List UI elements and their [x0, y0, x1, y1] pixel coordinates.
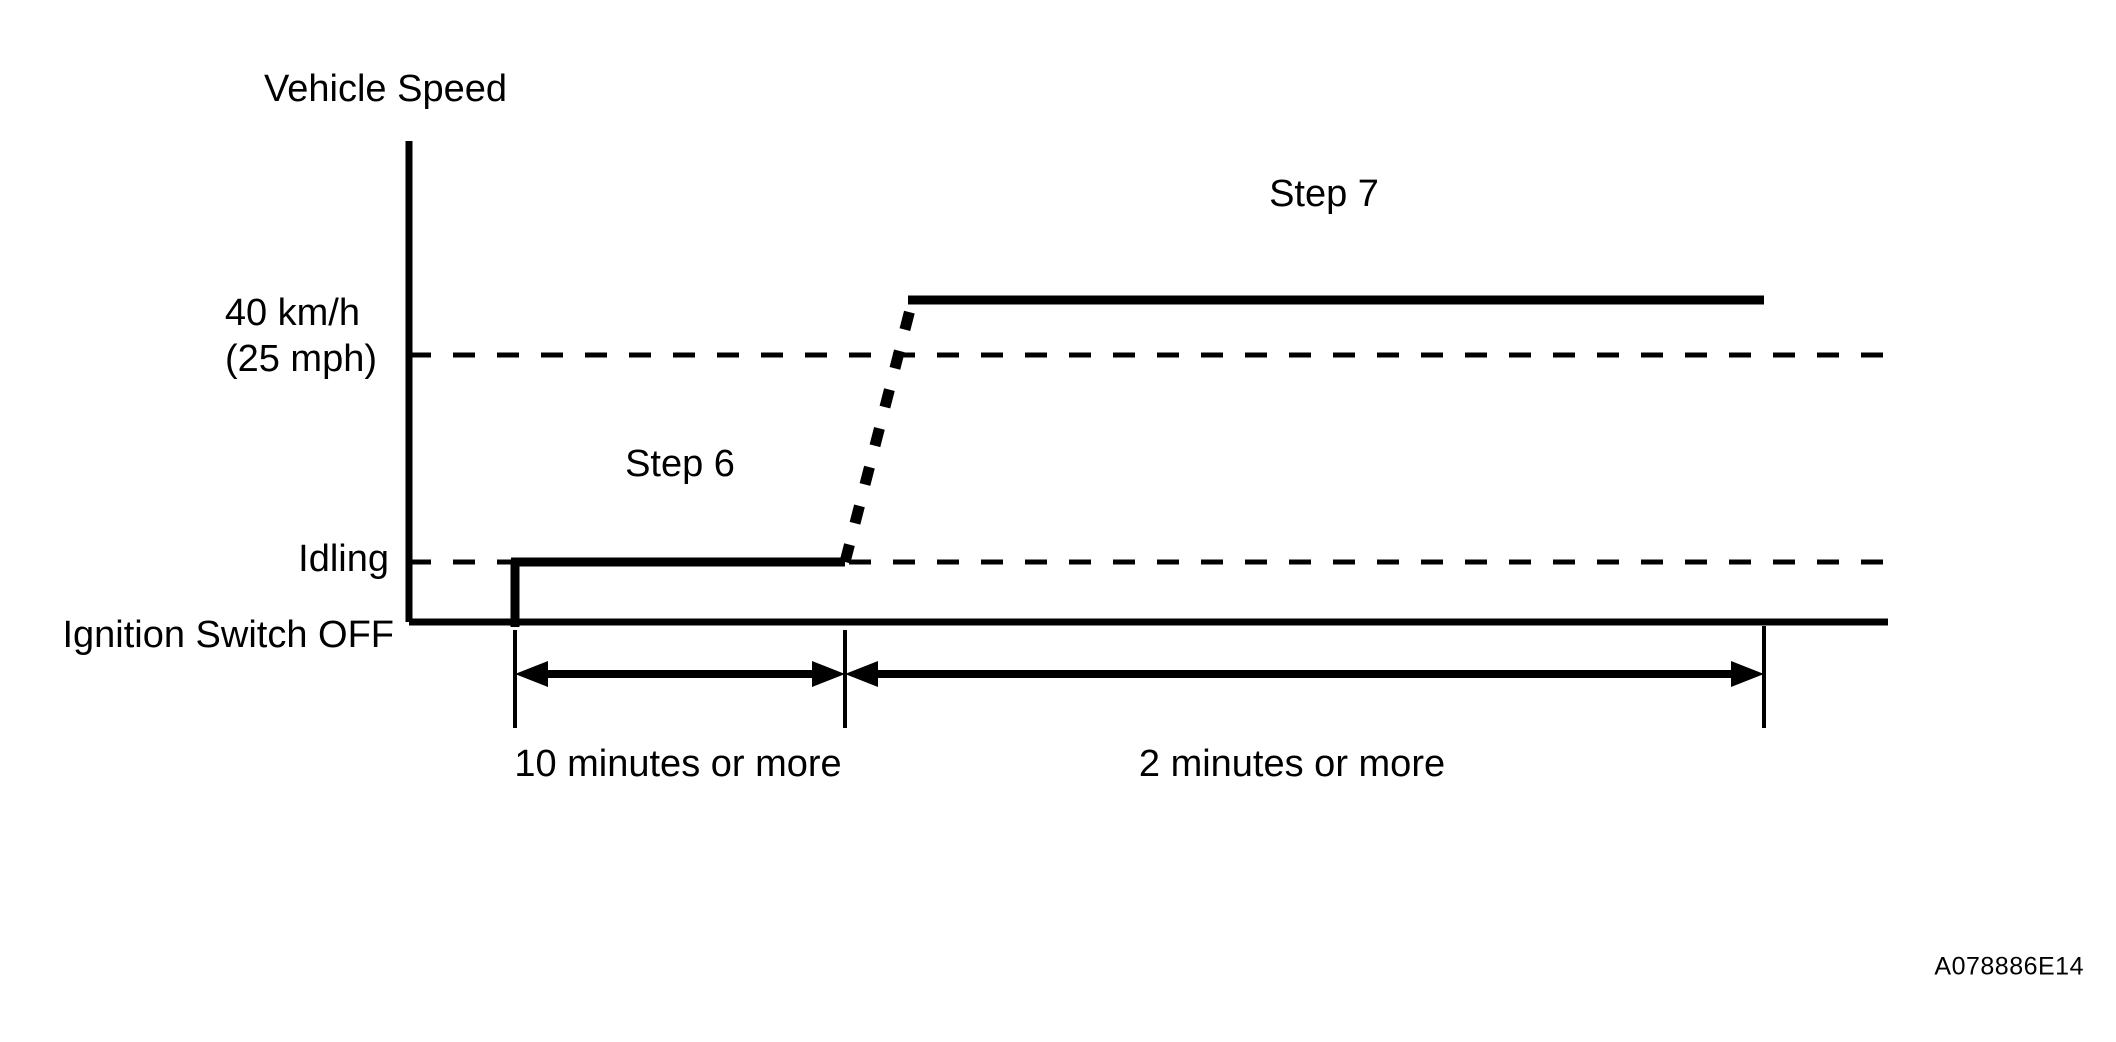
duration-label-2-minutes: 2 minutes or more	[1139, 743, 1445, 785]
annotation-step-6: Step 6	[625, 443, 735, 485]
y-label-40kmh-line2: (25 mph)	[225, 338, 377, 380]
figure-reference-code: A078886E14	[1934, 953, 2084, 981]
arrow-head-right-1	[812, 661, 845, 687]
trace-acceleration-ramp	[839, 300, 918, 564]
axis-title-vehicle-speed: Vehicle Speed	[264, 68, 507, 110]
arrow-head-left-1	[515, 661, 548, 687]
arrow-head-left-2	[845, 661, 878, 687]
y-label-40kmh-line1: 40 km/h	[225, 292, 360, 334]
annotation-step-7: Step 7	[1269, 173, 1379, 215]
y-label-idling: Idling	[298, 538, 389, 580]
arrow-head-right-2	[1731, 661, 1764, 687]
y-label-ignition-switch-off: Ignition Switch OFF	[62, 614, 394, 656]
duration-label-10-minutes: 10 minutes or more	[514, 743, 841, 785]
